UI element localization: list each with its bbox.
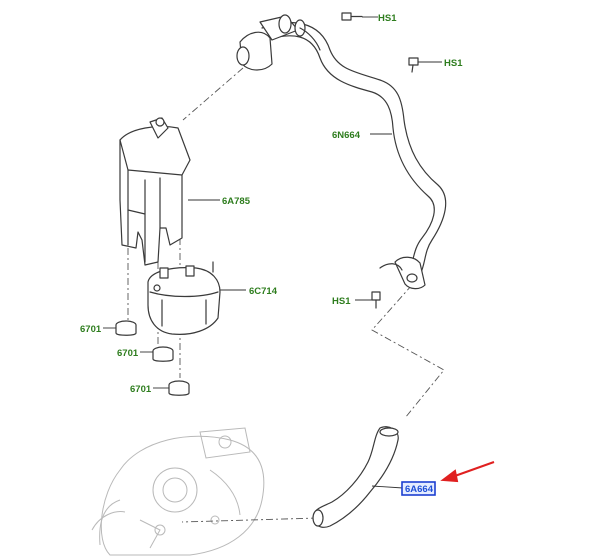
callout-leader-lines <box>103 16 442 489</box>
highlight-box <box>401 481 436 496</box>
label-hs1-low: HS1 <box>332 296 351 307</box>
coolant-pipe <box>236 14 447 290</box>
label-6701-a: 6701 <box>80 324 102 335</box>
label-6a664: 6A664 <box>405 484 434 495</box>
seal-ring-1 <box>115 320 137 336</box>
pointer-arrow <box>440 461 495 483</box>
expansion-reservoir <box>119 117 191 266</box>
label-6701-b: 6701 <box>117 348 139 359</box>
label-hs1-mid: HS1 <box>444 58 463 69</box>
label-6c714: 6C714 <box>249 286 278 297</box>
bolt-hs1-top <box>341 12 363 21</box>
seal-ring-3 <box>168 380 190 396</box>
seal-ring-2 <box>152 346 174 362</box>
label-6701-c: 6701 <box>130 384 152 395</box>
bolt-hs1-mid <box>408 57 419 73</box>
label-hs1-top: HS1 <box>378 13 397 24</box>
turbocharger-background <box>91 427 265 556</box>
bolt-hs1-low <box>371 263 403 309</box>
highlighted-callout[interactable]: 6A664 <box>401 481 436 496</box>
label-6a785: 6A785 <box>222 196 251 207</box>
coolant-hose <box>312 426 399 528</box>
housing-assembly <box>147 261 221 335</box>
label-6n664: 6N664 <box>332 130 361 141</box>
